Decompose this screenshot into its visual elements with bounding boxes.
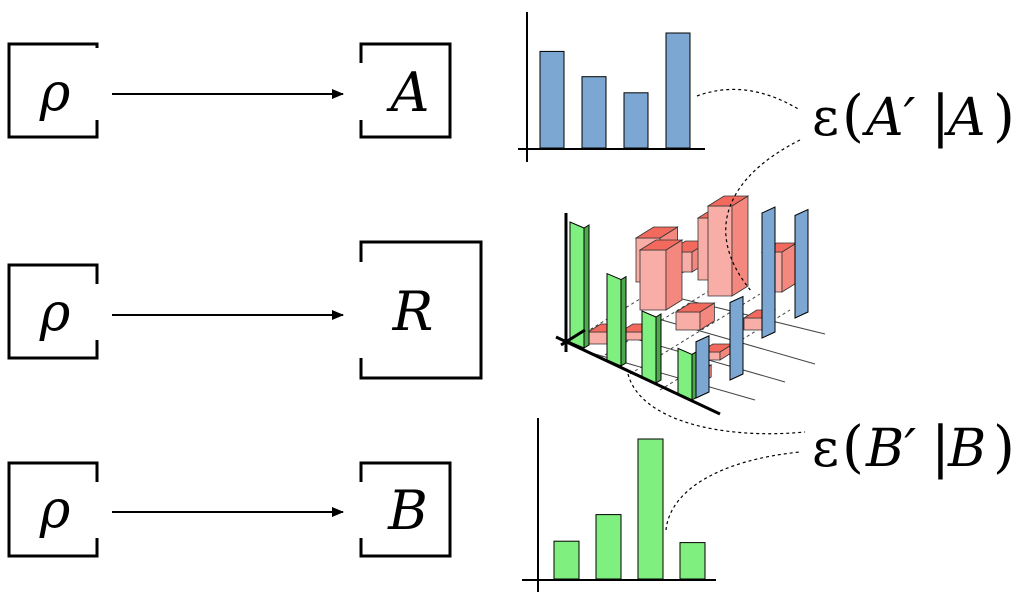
histogram-b-bar-3 [637, 438, 664, 580]
row-b: ρ B [7, 461, 452, 558]
error-label-b: ε ( B′ | B ) [812, 415, 1015, 480]
histogram-a-bar-2 [581, 76, 607, 149]
joint-green-slab-side-1 [583, 224, 590, 349]
source-box-b [7, 461, 99, 558]
histogram-b [522, 418, 716, 592]
error-label-b-open: ( [842, 415, 864, 480]
error-label-a-close: ) [993, 84, 1015, 149]
source-label-r: ρ [39, 283, 71, 343]
error-label-b-cond: B [947, 419, 986, 479]
source-box-a [7, 42, 99, 139]
joint-red-bar-6 [638, 239, 684, 311]
connector-hist-b-to-label [665, 451, 801, 531]
joint-front-axis [555, 335, 721, 416]
source-label-a: ρ [39, 63, 71, 123]
error-label-a-open: ( [842, 84, 864, 149]
error-label-b-epsilon: ε [812, 419, 839, 479]
error-label-a: ε ( A′ | A ) [812, 84, 1015, 149]
measurement-box-a [359, 42, 452, 139]
measurement-label-r: R [392, 280, 434, 343]
measurement-label-b: B [387, 479, 428, 542]
source-box-r [7, 263, 99, 360]
histogram-a-bar-1 [539, 50, 565, 149]
joint-green-slab-3 [641, 310, 657, 384]
joint-red-bar-7 [674, 302, 716, 331]
error-label-a-bar: | [931, 84, 950, 149]
connector-hist-a-to-label [696, 88, 801, 111]
histogram-b-bar-2 [595, 514, 622, 580]
error-label-a-prime: A′ [862, 88, 916, 148]
source-label-b: ρ [39, 480, 71, 540]
joint-blue-slab-3 [729, 295, 744, 381]
joint-left-axis [560, 328, 586, 347]
error-label-a-epsilon: ε [812, 88, 839, 148]
histogram-b-bar-4 [679, 542, 706, 580]
joint-green-slab-1 [569, 221, 585, 349]
histogram-a [518, 12, 705, 162]
error-label-b-bar: | [931, 415, 950, 480]
row-a: ρ A [7, 42, 452, 139]
joint-blue-slab-2 [794, 208, 809, 319]
row-r: ρ R [7, 240, 483, 380]
joint-green-slab-side-3 [655, 313, 662, 384]
joint-blue-slab-1 [761, 206, 776, 339]
connector-joint-to-label-a [725, 139, 801, 293]
joint-blue-marginal [695, 206, 809, 399]
error-label-a-cond: A [944, 88, 986, 148]
measurement-label-a: A [386, 61, 430, 124]
joint-green-slab-4 [677, 347, 693, 401]
joint-green-slab-side-2 [620, 275, 627, 367]
histogram-a-bar-4 [665, 32, 691, 149]
measurement-box-b [359, 461, 452, 558]
histogram-a-bar-3 [623, 92, 649, 149]
joint-histogram-3d [555, 195, 826, 416]
joint-blue-slab-4 [695, 334, 710, 399]
measurement-box-r [359, 240, 483, 380]
connector-curves [627, 88, 806, 531]
joint-green-slab-2 [606, 272, 622, 367]
error-label-b-close: ) [993, 415, 1015, 480]
histogram-b-bar-1 [553, 540, 580, 580]
error-label-b-prime: B′ [865, 419, 916, 479]
